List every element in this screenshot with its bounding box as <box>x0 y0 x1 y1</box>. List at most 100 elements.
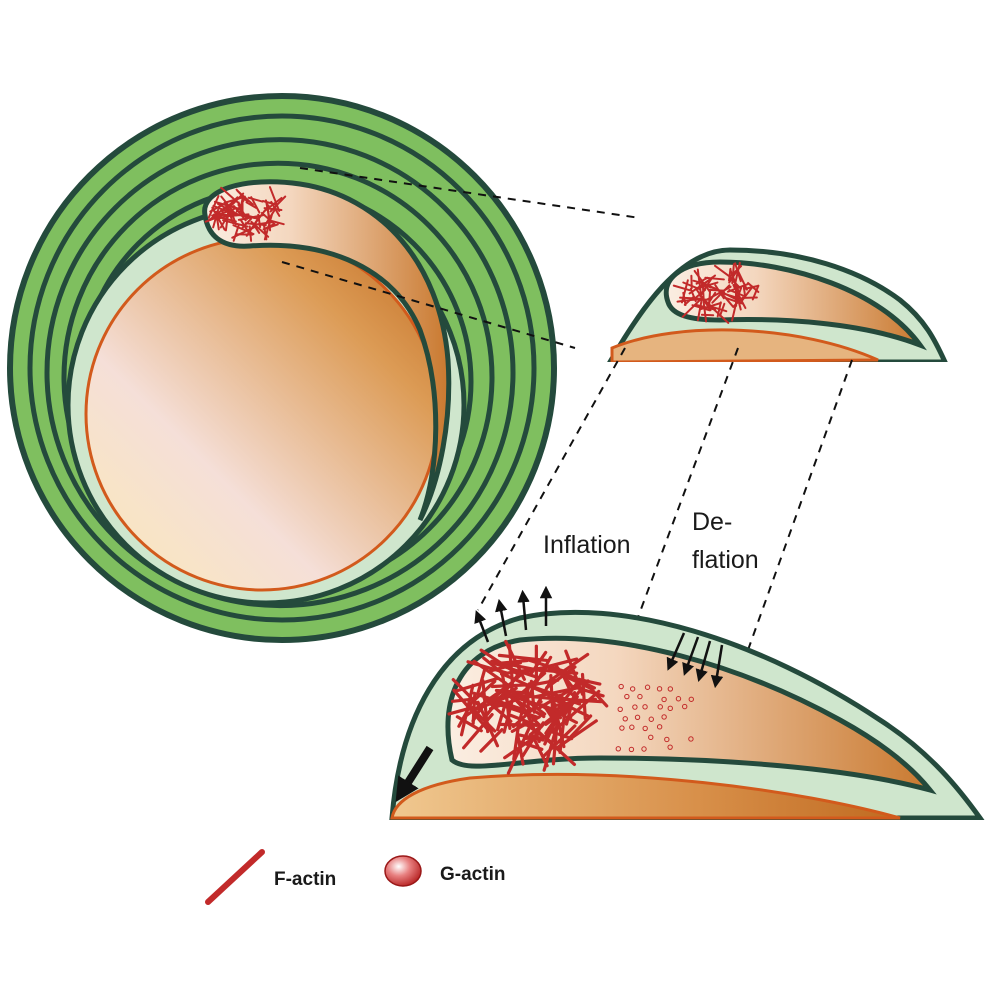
f-actin-filament <box>496 706 506 732</box>
g-actin-monomer <box>688 736 694 742</box>
f-actin-filament <box>247 196 264 203</box>
f-actin-filament <box>270 200 281 217</box>
f-actin-filament <box>539 703 563 720</box>
f-actin-filament <box>271 220 285 226</box>
f-actin-filament <box>225 192 245 211</box>
f-actin-filament <box>554 677 582 713</box>
g-actin-monomer <box>661 714 667 720</box>
f-actin-filament <box>215 214 230 221</box>
f-actin-filament <box>699 295 712 307</box>
inner-tongue-left <box>202 179 452 522</box>
f-actin-filament <box>510 715 541 733</box>
f-actin-legend-label: F-actin <box>274 869 336 890</box>
f-actin-filament <box>452 688 490 732</box>
f-actin-filament <box>726 283 749 293</box>
f-actin-filament <box>569 714 593 739</box>
inner-tongue-detail <box>389 609 985 820</box>
f-actin-filament <box>672 284 691 292</box>
inflation-label: Inflation <box>543 531 631 559</box>
f-actin-filament <box>268 186 281 212</box>
g-actin-monomer <box>648 716 654 722</box>
f-actin-filament <box>479 728 504 753</box>
g-actin-monomer <box>688 696 694 702</box>
f-actin-filament <box>263 213 273 241</box>
f-actin-filament <box>245 201 258 209</box>
f-actin-filament <box>698 281 719 289</box>
f-actin-filament <box>702 301 708 323</box>
g-actin-monomer <box>644 684 651 690</box>
f-actin-filament <box>694 303 717 311</box>
deflation-label-line-2: flation <box>692 546 759 574</box>
f-actin-filament <box>236 189 254 206</box>
f-actin-filament <box>451 677 484 710</box>
g-actin-monomer <box>622 716 628 722</box>
g-actin-monomer <box>617 706 623 713</box>
f-actin-filament <box>708 285 726 294</box>
g-actin-monomer <box>629 724 635 730</box>
f-actin-filament <box>551 697 590 718</box>
f-actin-filament <box>680 279 689 304</box>
f-actin-filament <box>747 281 760 294</box>
f-actin-filament <box>720 291 735 308</box>
g-actin-monomer <box>629 686 636 692</box>
f-actin-filament <box>728 264 742 284</box>
f-actin-filament <box>466 660 510 675</box>
f-actin-cluster-overview <box>204 186 287 242</box>
f-actin-filament <box>566 673 597 690</box>
g-actin-monomer <box>681 703 688 710</box>
f-actin-filament <box>497 653 549 663</box>
f-actin-filament <box>476 668 487 695</box>
g-actin-monomer <box>667 744 673 750</box>
g-actin-monomer <box>664 736 670 743</box>
f-actin-network-detail <box>447 639 609 775</box>
f-actin-filament <box>239 219 250 233</box>
g-actin-monomer <box>656 686 663 692</box>
g-actin-monomer <box>657 704 663 710</box>
g-actin-monomers <box>615 683 694 753</box>
g-actin-monomer <box>656 724 663 730</box>
f-actin-filament <box>533 685 564 699</box>
f-actin-filament <box>738 285 754 305</box>
myelin-sheath-cross-section <box>7 93 557 643</box>
myelin-lamella <box>27 113 537 623</box>
f-actin-filament <box>558 712 567 755</box>
g-actin-monomer <box>667 705 673 712</box>
f-actin-cluster-zoom-1 <box>672 261 760 324</box>
f-actin-filament <box>683 295 695 306</box>
g-actin-monomer <box>642 725 648 732</box>
f-actin-filament <box>580 672 587 721</box>
f-actin-filament <box>707 304 728 313</box>
f-actin-filament <box>225 202 234 218</box>
g-actin-monomer <box>618 683 624 690</box>
f-actin-filament <box>696 296 704 322</box>
g-actin-legend-swatch <box>384 855 422 887</box>
f-actin-filament <box>721 292 743 301</box>
f-actin-filament <box>223 195 246 204</box>
f-actin-filament <box>706 291 717 306</box>
g-actin-monomer <box>648 734 654 741</box>
g-actin-monomer <box>675 696 682 702</box>
f-actin-filament <box>501 690 546 719</box>
g-actin-monomer <box>642 704 648 710</box>
f-actin-filament <box>237 201 244 216</box>
f-actin-filament <box>503 681 512 730</box>
f-actin-filament <box>207 195 220 219</box>
f-actin-filament <box>503 733 539 760</box>
f-actin-filament <box>507 643 515 685</box>
g-actin-monomer <box>634 714 641 720</box>
f-actin-filament <box>734 262 742 283</box>
myelin-lamella <box>44 137 516 609</box>
g-actin-monomer <box>619 725 625 731</box>
axon <box>84 236 440 592</box>
g-actin-monomer <box>628 746 635 753</box>
zoom-guide-lines-2 <box>477 347 853 651</box>
zoom-guide-lines-1 <box>281 167 641 349</box>
f-actin-filament <box>542 724 559 772</box>
f-actin-filament <box>689 287 697 303</box>
f-actin-legend-swatch <box>205 849 265 905</box>
f-actin-filament <box>492 661 540 679</box>
f-actin-filament <box>528 701 572 737</box>
deflation-label-line-1: De- <box>692 508 732 536</box>
f-actin-filament <box>485 672 520 716</box>
